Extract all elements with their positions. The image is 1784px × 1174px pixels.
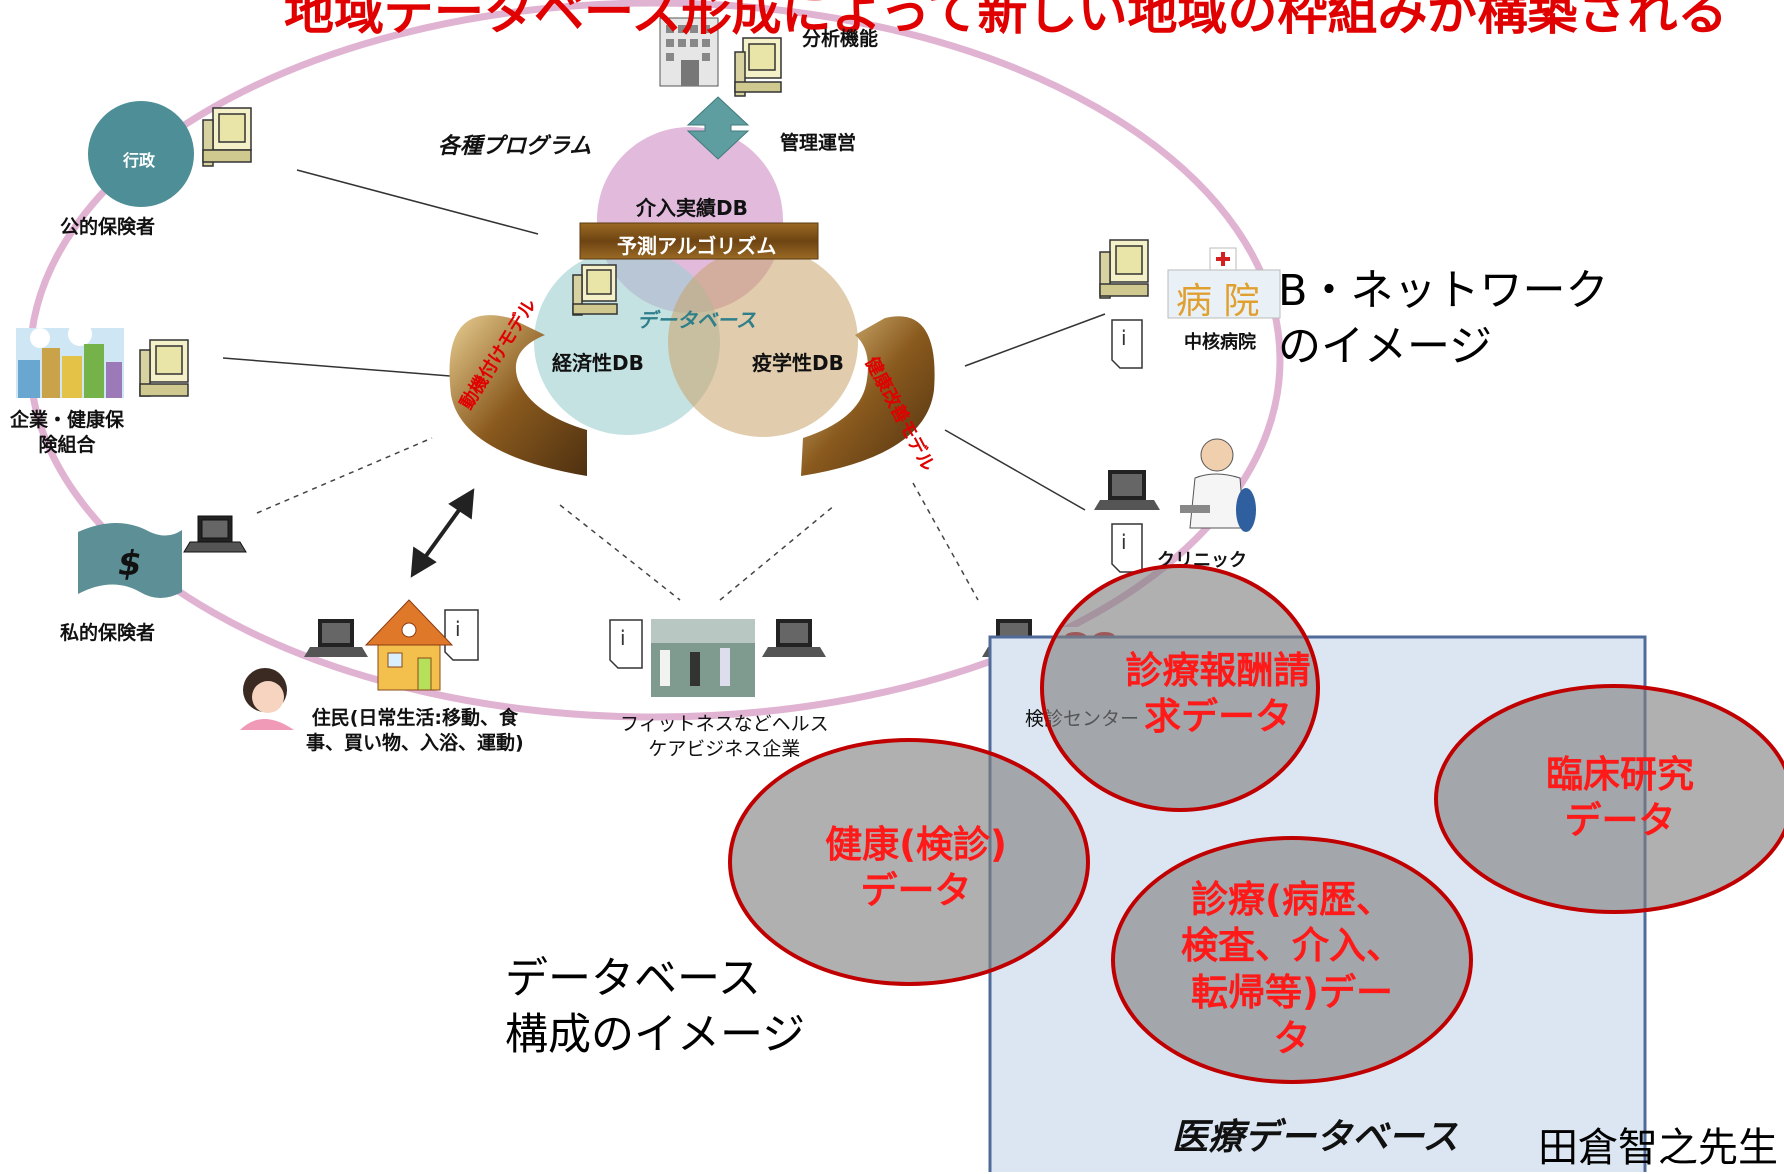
monitor-icon-db (572, 264, 618, 316)
monitor-icon-hospital (1099, 239, 1149, 299)
db-caption: データベース 構成のイメージ (505, 954, 806, 1060)
epidemiology-circle (668, 247, 858, 437)
doctor-icon (1180, 438, 1256, 532)
residents-label: 住民(日常生活:移動、食 事、買い物、入浴、運動) (306, 707, 524, 754)
document-icon-fitness: i (609, 619, 643, 669)
company-label: 企業・健康保 険組合 (10, 409, 125, 456)
algorithm-label: 予測アルゴリズム (617, 234, 777, 258)
hospital-sign-icon (1167, 247, 1281, 319)
private-insurer-label: 私的保険者 (60, 622, 156, 644)
connection-lines (222, 169, 1106, 511)
intervention-db-label: 介入実績DB (636, 196, 748, 220)
health-checkup-label: 健康(検診) データ (825, 823, 1007, 913)
analysis-label: 分析機能 (802, 28, 879, 50)
laptop-icon-clinic (1094, 470, 1160, 510)
medical-data-label: 診療(病歴、 検査、介入、 転帰等)デー タ (1181, 878, 1403, 1060)
admin-badge-label: 行政 (123, 151, 156, 170)
public-insurer-label: 公的保険者 (60, 216, 156, 238)
slide-title: 地域データベース形成によって新しい地域の枠組みが構築される (284, 0, 1728, 41)
monitor-icon-admin (202, 107, 252, 167)
algorithm-bar (579, 222, 819, 260)
database-label: データベース (637, 308, 756, 332)
money-icon: $ (78, 523, 182, 598)
document-icon-residents: i (444, 609, 479, 661)
fitness-photo (651, 619, 755, 697)
laptop-icon-fitness (762, 619, 826, 657)
epidemiology-db-label: 疫学性DB (752, 351, 844, 375)
woman-icon (240, 668, 294, 730)
left-arc (449, 315, 587, 476)
clinical-research-label: 臨床研究 データ (1546, 753, 1694, 843)
document-icon-clinic: i (1111, 523, 1143, 573)
laptop-icon-residents (304, 619, 368, 657)
svg-text:i: i (455, 617, 461, 641)
health-checkup-ellipse (728, 738, 1090, 986)
monitor-icon-top (734, 37, 782, 97)
double-arrow (410, 488, 475, 578)
monitor-icon-company (139, 339, 189, 397)
claims-data-ellipse (1040, 564, 1320, 812)
svg-text:i: i (620, 626, 626, 650)
clinical-research-ellipse (1434, 684, 1784, 914)
admin-badge-circle (88, 101, 194, 207)
city-icon (16, 322, 124, 398)
fitness-label: フィットネスなどヘルス ケアビジネス企業 (620, 713, 829, 760)
building-icon (659, 17, 719, 87)
management-label: 管理運営 (780, 132, 857, 154)
credit-text: 田倉智之先生 (1538, 1125, 1778, 1171)
hospital-sign-label: 病 院 (1176, 281, 1260, 322)
programs-label: 各種プログラム (438, 134, 592, 159)
document-icon-hospital: i (1111, 319, 1143, 369)
svg-text:$: $ (118, 544, 142, 584)
up-down-arrow (686, 96, 750, 160)
svg-text:i: i (1121, 530, 1127, 554)
economic-db-label: 経済性DB (552, 351, 644, 375)
dotted-lines (256, 437, 979, 601)
claims-data-label: 診療報酬請 求データ (1125, 649, 1311, 739)
svg-text:i: i (1121, 326, 1127, 350)
laptop-icon-private (183, 515, 247, 553)
house-icon (364, 599, 454, 691)
network-caption: B・ネットワーク のイメージ (1278, 266, 1609, 372)
right-arc (801, 316, 935, 476)
core-hospital-label: 中核病院 (1184, 332, 1256, 353)
medical-db-label: 医療データベース (1172, 1117, 1459, 1158)
medical-data-ellipse (1111, 836, 1473, 1084)
